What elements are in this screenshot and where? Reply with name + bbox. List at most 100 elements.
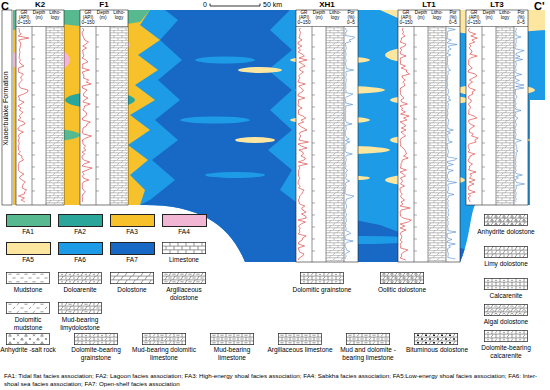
lithology-swatch: [346, 333, 390, 345]
lithology-track: [110, 166, 127, 185]
swatch-symbol: [502, 313, 505, 314]
lithology-track: [110, 60, 127, 82]
swatch-symbol: [153, 342, 155, 344]
depth-tick: [414, 35, 417, 36]
legend-text: Anhydrite -salt rock: [0, 346, 56, 354]
swatch-frame: [210, 333, 253, 344]
swatch-frame: [74, 333, 117, 344]
swatch-grid: [485, 304, 528, 315]
lithology-track: [428, 222, 445, 233]
lithology-swatch: [484, 278, 528, 290]
swatch-symbol: [94, 311, 95, 313]
log-header: Depth (m): [32, 11, 45, 21]
porosity-curve: [345, 28, 355, 259]
swatch-symbol: [64, 308, 67, 309]
swatch-symbol: [77, 281, 78, 282]
track-divider: [428, 27, 429, 263]
swatch-symbol: [288, 342, 291, 343]
swatch-symbol: [16, 281, 19, 282]
swatch-symbol: [244, 335, 247, 336]
lithology-track: [326, 93, 343, 110]
swatch-symbol: [511, 223, 514, 225]
swatch-symbol: [411, 277, 413, 279]
swatch-symbol: [496, 247, 497, 249]
swatch-symbol: [364, 342, 367, 343]
swatch-symbol: [184, 278, 187, 279]
depth-tick: [312, 47, 315, 48]
swatch-frame: [484, 330, 527, 341]
lithology-track: [110, 112, 127, 127]
swatch-symbol: [516, 251, 517, 253]
swatch-symbol: [316, 339, 319, 340]
lithology-track: [110, 185, 127, 197]
gr-curve: [400, 28, 411, 260]
swatch-symbol: [395, 277, 397, 279]
swatch-symbol: [503, 280, 504, 281]
lithology-track: [326, 56, 343, 77]
track-divider: [32, 27, 33, 206]
swatch-symbol: [220, 335, 223, 336]
lithology-track: [496, 69, 513, 89]
swatch-symbol: [523, 219, 526, 221]
swatch-symbol: [200, 278, 203, 279]
swatch-grid: [75, 333, 118, 344]
swatch-symbol: [93, 342, 95, 344]
log-header: GR (API): [466, 11, 481, 21]
depth-tick: [414, 47, 417, 48]
swatch-symbol: [160, 342, 163, 343]
log-header: Depth (m): [96, 11, 109, 21]
swatch-symbol: [421, 338, 423, 339]
lithology-track: [46, 150, 63, 168]
swatch-symbol: [520, 255, 521, 257]
swatch-symbol: [503, 215, 506, 217]
swatch-symbol: [519, 215, 522, 217]
swatch-symbol: [236, 335, 239, 336]
gr-curve: [468, 28, 478, 202]
swatch-symbol: [510, 306, 513, 307]
depth-tick: [482, 107, 485, 108]
swatch-symbol: [68, 304, 71, 305]
swatch-grid: [485, 246, 528, 257]
lithology-swatch: [484, 214, 528, 226]
swatch-symbol: [8, 281, 11, 282]
swatch-symbol: [172, 339, 175, 340]
log-header: Depth (m): [482, 11, 495, 21]
scale-bar: [210, 4, 260, 7]
lithology-swatch: [278, 333, 322, 345]
swatch-symbol: [407, 273, 409, 275]
legend-text: Dolomite-bearing calcarenite: [476, 344, 536, 359]
lithology-swatch: [74, 333, 118, 345]
swatch-symbol: [495, 223, 498, 225]
depth-tick: [414, 83, 417, 84]
section-end-label: C': [534, 0, 548, 12]
depth-tick: [312, 71, 315, 72]
swatch-symbol: [109, 334, 111, 336]
swatch-symbol: [518, 306, 521, 307]
swatch-symbol: [445, 338, 447, 339]
lithology-track: [110, 27, 127, 44]
well-name: XH1: [296, 1, 358, 10]
swatch-symbol: [32, 274, 35, 275]
legend-text: Mud-bearing limydolostone: [52, 316, 108, 331]
swatch-symbol: [518, 313, 521, 314]
lithology-swatch: [210, 333, 254, 345]
swatch-symbol: [504, 255, 505, 257]
lithology-track: [428, 40, 445, 62]
swatch-symbol: [499, 219, 502, 221]
track-divider: [344, 27, 345, 263]
swatch-symbol: [62, 303, 63, 305]
depth-tick: [32, 35, 35, 36]
swatch-symbol: [381, 334, 383, 336]
swatch-symbol: [180, 274, 183, 275]
swatch-symbol: [153, 334, 155, 336]
swatch-symbol: [487, 280, 488, 281]
log-header: Por (%): [514, 11, 527, 21]
lithology-track: [496, 171, 513, 194]
depth-tick: [32, 107, 35, 108]
swatch-frame: [162, 242, 205, 253]
depth-tick: [312, 227, 315, 228]
swatch-symbol: [32, 281, 35, 282]
swatch-symbol: [45, 307, 47, 309]
depth-tick: [482, 47, 485, 48]
